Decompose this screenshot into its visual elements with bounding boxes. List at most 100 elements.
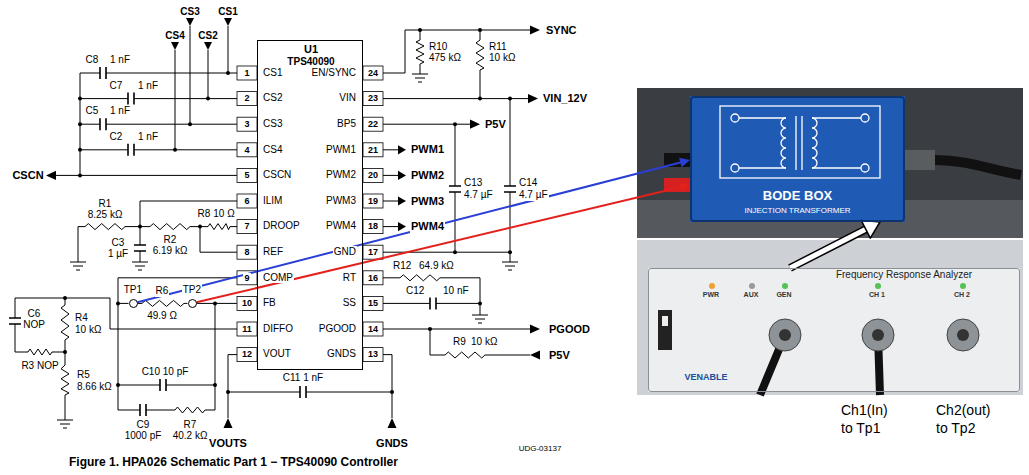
junction-dot (213, 301, 217, 305)
junction-dot (478, 97, 482, 101)
signal-name: P5V (484, 118, 507, 131)
wire (228, 355, 392, 418)
pin-box (363, 220, 383, 234)
analyzer-controls (779, 329, 791, 341)
junction-dot (173, 148, 177, 152)
component-label: 475 kΩ (428, 52, 462, 64)
junction-dot (63, 350, 67, 354)
node-title: BODE BOX (763, 189, 832, 204)
component-label: 8.66 kΩ (76, 381, 113, 393)
signal-name: PWM1 (410, 143, 445, 156)
component-label: C11 1 nF (282, 372, 324, 384)
component-label: NOP (22, 319, 46, 331)
component-label: C14 (518, 177, 538, 189)
pin-name: DROOP (262, 220, 301, 232)
pin-name: BP5 (336, 118, 357, 130)
pin-box (363, 168, 383, 182)
channel-note: to Tp2 (935, 420, 976, 436)
component-label: R2 (163, 234, 178, 246)
component-label: 40.2 kΩ (172, 430, 209, 442)
signal-name: SYNC (545, 24, 578, 37)
node-text: INJECTION TRANSFORMER (744, 206, 850, 215)
component-label: 64.9 kΩ (418, 260, 455, 272)
junction-dot (508, 97, 512, 101)
bnc-cable (935, 160, 1021, 175)
node-title: VENABLE (684, 372, 727, 382)
pin-box (363, 322, 383, 336)
resistor-symbol (28, 349, 52, 355)
component-label: R7 (183, 419, 198, 431)
pin-name: PWM4 (325, 220, 357, 232)
component-label: 8.25 kΩ (87, 209, 124, 221)
component-label: C6 (27, 308, 42, 320)
pin-name: CS1 (262, 67, 283, 79)
bnc-cable (905, 150, 935, 170)
resistor-symbol (445, 352, 485, 358)
pin-box (363, 296, 383, 310)
signal-name: P5V (548, 349, 571, 362)
channel-note: to Tp1 (840, 420, 881, 436)
pin-number: 15 (367, 298, 379, 308)
junction-dot (453, 122, 457, 126)
pin-name: FB (262, 297, 277, 309)
connector (197, 182, 691, 302)
component-label: C9 (136, 419, 151, 431)
pin-name: REF (262, 246, 284, 258)
capacitor-symbol (9, 67, 516, 416)
transformer-symbol (720, 106, 880, 178)
pin-name: SS (342, 297, 357, 309)
ground-symbol (57, 74, 518, 428)
channel-note: Ch2(out) (935, 402, 991, 418)
pin-number: 1 (243, 68, 250, 78)
pin-box (237, 143, 257, 157)
analyzer-controls (749, 283, 755, 289)
pin-box (237, 322, 257, 336)
pin-number: 22 (367, 119, 379, 129)
component-label: 1 nF (137, 80, 159, 92)
analyzer-controls (662, 316, 668, 326)
pin-name: CS4 (262, 144, 283, 156)
junction-dot (188, 122, 192, 126)
pin-name: GNDS (326, 348, 357, 360)
pin-name: ILIM (262, 195, 283, 207)
junction-dot (226, 390, 230, 394)
junction-dot (78, 148, 82, 152)
pin-number: 13 (367, 349, 379, 359)
component-label: C7 (109, 80, 124, 92)
signal-name: GNDS (375, 437, 409, 450)
test-point: TP1 (129, 299, 138, 308)
junction-dot (198, 225, 202, 229)
figure-caption: Figure 1. HPA026 Schematic Part 1 − TPS4… (68, 456, 399, 470)
arrowhead (679, 182, 690, 192)
pin-number: 6 (243, 196, 250, 206)
pin-number: 20 (367, 170, 379, 180)
transformer-symbol (731, 164, 739, 172)
component-label: 1 nF (109, 105, 131, 117)
connector-line (138, 162, 682, 302)
component-label: 10 kΩ (488, 52, 516, 64)
signal-arrow (398, 171, 406, 180)
photo-background (637, 88, 1023, 238)
pin-box (237, 92, 257, 106)
analyzer-controls (957, 329, 969, 341)
analyzer-controls (960, 283, 966, 289)
signal-name: PGOOD (548, 323, 591, 336)
node-text: CH 1 (869, 291, 885, 299)
pin-box (237, 194, 257, 208)
component-label: C2 (109, 131, 124, 143)
node-text: PWR (703, 291, 719, 299)
junction-dot (390, 390, 394, 394)
signal-name: PWM2 (410, 169, 445, 182)
transformer-symbol (812, 118, 817, 168)
analyzer-controls (769, 319, 801, 351)
junction-dot (78, 97, 82, 101)
component-label: R1 (98, 198, 113, 210)
node-text: U1 (303, 43, 319, 56)
transformer-symbol (731, 114, 739, 122)
node-text: AUX (744, 291, 759, 299)
signal-arrow (46, 18, 540, 428)
signal-arrow (224, 418, 233, 428)
analyzer-controls (782, 283, 788, 289)
junction-dot (418, 28, 422, 32)
